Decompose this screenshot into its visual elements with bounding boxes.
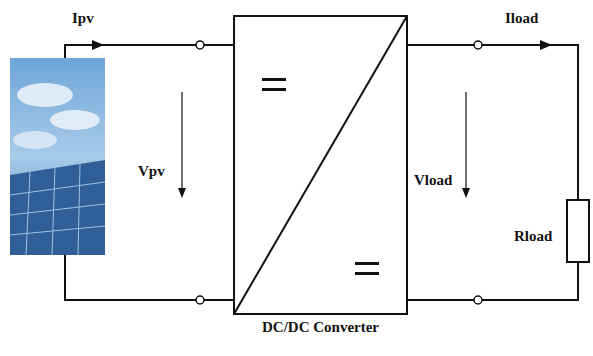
dc-symbols — [262, 78, 379, 275]
voltage-arrow — [182, 92, 466, 190]
converter-title: DC/DC Converter — [262, 319, 379, 336]
current-arrow — [92, 40, 104, 50]
current-label: Ipv — [72, 10, 94, 27]
component-label: Rload — [514, 228, 552, 245]
resistor-symbol — [567, 200, 589, 262]
wires — [65, 45, 578, 300]
voltage-arrowhead — [462, 188, 470, 198]
voltage-arrowhead — [178, 188, 186, 198]
voltage-label: Vload — [414, 172, 452, 189]
converter-box: DC/DC Converter — [233, 15, 408, 315]
current-arrow — [540, 40, 552, 50]
current-label: Iload — [505, 10, 538, 27]
terminals — [196, 41, 482, 304]
pv-panel-picture — [10, 58, 105, 255]
voltage-label: Vpv — [138, 163, 165, 180]
converter-diagonal — [234, 16, 407, 314]
